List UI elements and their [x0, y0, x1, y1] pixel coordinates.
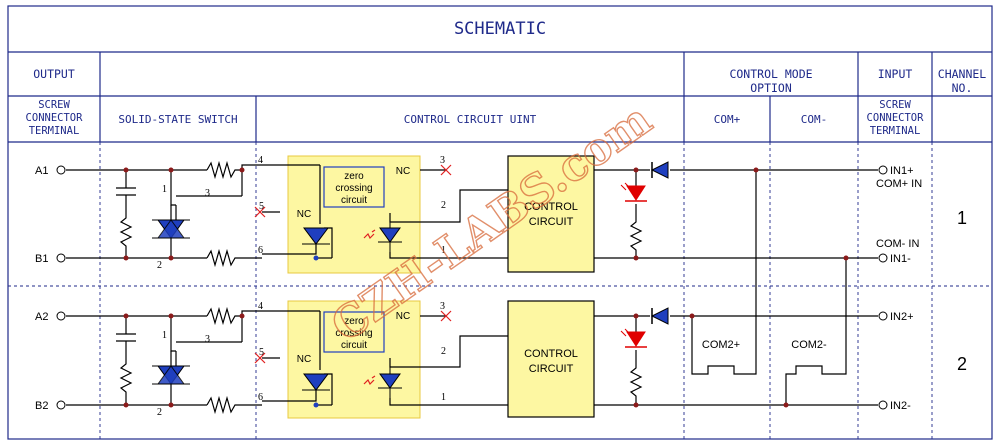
pin-3: 3: [440, 155, 445, 166]
output-header: OUTPUT: [33, 67, 75, 81]
indicator-led-2: [620, 328, 647, 348]
control-mode-header-line2: OPTION: [750, 81, 792, 95]
nc-top-label: NC: [396, 166, 410, 177]
zero-crossing-label-line1: zero: [344, 171, 364, 182]
channel-header-line2: NO.: [952, 81, 973, 95]
control-circuit-label-line2: CIRCUIT: [529, 216, 574, 228]
terminal-in2-plus[interactable]: [878, 311, 888, 321]
zero-crossing-label-line3: circuit: [341, 195, 367, 206]
terminal-b1[interactable]: [56, 253, 66, 263]
in1-minus-label: IN1-: [890, 253, 911, 265]
pin-3: 3: [440, 301, 445, 312]
terminal-a2-label: A2: [35, 311, 48, 323]
channel-2: zero crossing circuit NC NC CONTROL CIRC…: [35, 300, 967, 419]
pin-4: 4: [258, 301, 263, 312]
nc-cross-markers: [254, 164, 452, 218]
nc-left-label: NC: [297, 209, 311, 220]
pin-2: 2: [441, 346, 446, 357]
channel-number-1: 1: [957, 208, 967, 228]
control-circuit-block: [507, 300, 595, 418]
pin-2: 2: [441, 200, 446, 211]
zero-crossing-label-line1: zero: [344, 316, 364, 327]
com-plus-header: COM+: [714, 113, 741, 126]
jumper-com2-minus-label: COM2-: [791, 339, 827, 351]
in2-plus-label: IN2+: [890, 311, 914, 323]
header-labels: SCHEMATIC OUTPUT CONTROL MODE OPTION INP…: [26, 19, 987, 137]
pin-1: 1: [441, 392, 446, 403]
triac-pin-1: 1: [162, 330, 167, 341]
input-diode-2: [650, 307, 669, 325]
pin-5: 5: [259, 347, 264, 358]
opto-triac-2: [302, 373, 330, 391]
triac-pin-2: 2: [157, 407, 162, 418]
terminal-b1-label: B1: [35, 253, 48, 265]
terminal-in2-minus[interactable]: [878, 400, 888, 410]
screw-out-line1: SCREW: [38, 99, 70, 111]
zero-crossing-label-line2: crossing: [335, 183, 372, 194]
screw-out-line2: CONNECTOR: [26, 112, 84, 124]
terminal-a1-label: A1: [35, 165, 48, 177]
in2-minus-label: IN2-: [890, 400, 911, 412]
zero-crossing-box: [323, 311, 385, 353]
channel-1: zero crossing circuit NC NC CONTROL CIRC…: [35, 155, 967, 352]
pin-4: 4: [258, 155, 263, 166]
pin-1: 1: [441, 245, 446, 256]
nc-cross-markers: [254, 310, 452, 364]
triac-pin-3: 3: [205, 188, 210, 199]
triac-pin-2: 2: [157, 260, 162, 271]
terminal-b2[interactable]: [56, 400, 66, 410]
com-plus-in-label: COM+ IN: [876, 178, 922, 190]
control-mode-header-line1: CONTROL MODE: [729, 67, 812, 81]
triac-2: [152, 351, 190, 385]
channel-number-2: 2: [957, 354, 967, 374]
control-circuit-header: CONTROL CIRCUIT UINT: [404, 113, 537, 126]
indicator-led-1: [620, 182, 647, 202]
nc-top-label: NC: [396, 311, 410, 322]
opto-triac-1: [302, 227, 330, 245]
screw-in-line2: CONNECTOR: [867, 112, 925, 124]
junction-dots: [123, 167, 849, 261]
pin-6: 6: [258, 392, 263, 403]
jumper-com2-plus-label: COM2+: [702, 339, 740, 351]
pin-5: 5: [259, 201, 264, 212]
in1-plus-label: IN1+: [890, 165, 914, 177]
com-minus-header: COM-: [801, 113, 828, 126]
junction-dots: [123, 313, 789, 408]
zero-crossing-label-line2: crossing: [335, 328, 372, 339]
screw-in-line1: SCREW: [879, 99, 911, 111]
opto-led-2: [378, 358, 402, 398]
control-circuit-label-line1: CONTROL: [524, 348, 578, 360]
ssr-header: SOLID-STATE SWITCH: [118, 113, 237, 126]
screw-in-line3: TERMINAL: [870, 125, 921, 137]
terminal-a1[interactable]: [56, 165, 66, 175]
opto-led-1: [378, 213, 402, 252]
control-circuit-block: [507, 155, 595, 273]
terminal-in1-plus[interactable]: [878, 165, 888, 175]
screw-out-line3: TERMINAL: [29, 125, 80, 137]
page-title: SCHEMATIC: [454, 19, 546, 39]
light-wave-2: [363, 375, 376, 386]
zero-crossing-label-line3: circuit: [341, 340, 367, 351]
com-minus-in-label: COM- IN: [876, 238, 919, 250]
channel-header-line1: CHANNEL: [938, 67, 987, 81]
control-circuit-label-line2: CIRCUIT: [529, 363, 574, 375]
terminal-in1-minus[interactable]: [878, 253, 888, 263]
terminal-a2[interactable]: [56, 311, 66, 321]
triac-1: [152, 205, 190, 239]
input-header: INPUT: [878, 67, 913, 81]
terminal-b2-label: B2: [35, 400, 48, 412]
triac-pin-3: 3: [205, 334, 210, 345]
pin-6: 6: [258, 245, 263, 256]
header-table: [7, 5, 993, 440]
input-diode-1: [650, 161, 669, 179]
triac-pin-1: 1: [162, 184, 167, 195]
light-wave-1: [363, 229, 376, 240]
nc-left-label: NC: [297, 354, 311, 365]
zero-crossing-box: [323, 166, 385, 208]
control-circuit-label-line1: CONTROL: [524, 201, 578, 213]
